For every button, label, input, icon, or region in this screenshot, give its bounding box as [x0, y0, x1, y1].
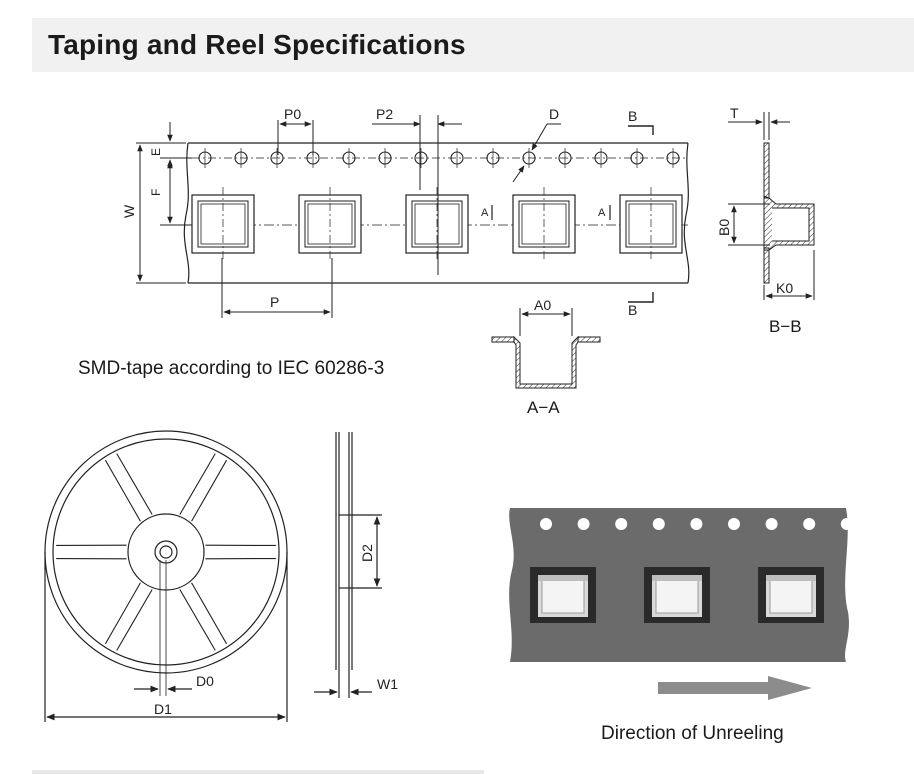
label-t: T: [730, 105, 739, 121]
photo-pocket: [644, 567, 710, 623]
footer-divider: [32, 770, 484, 774]
reel-side-view: [314, 432, 382, 698]
label-w: W: [121, 204, 137, 218]
sprocket-holes: [198, 148, 680, 168]
label-d0: D0: [196, 673, 214, 689]
label-d: D: [549, 106, 559, 122]
photo-sprocket-hole: [540, 518, 552, 530]
reel-spoke: [179, 453, 228, 522]
label-p2: P2: [376, 106, 393, 122]
unreel-caption: Direction of Unreeling: [601, 723, 784, 744]
label-p0: P0: [284, 106, 301, 122]
unreel-arrow: [658, 676, 812, 700]
section-bb-drawing: [728, 112, 815, 300]
tape-pocket: [405, 187, 469, 261]
label-f: F: [149, 189, 163, 196]
dim-d: [512, 123, 561, 183]
label-d2: D2: [359, 544, 375, 562]
tape-caption: SMD-tape according to IEC 60286-3: [78, 358, 384, 379]
photo-sprocket-hole: [577, 518, 590, 530]
reel-spoke: [104, 582, 153, 651]
label-e: E: [149, 148, 163, 156]
reel-spoke: [179, 582, 228, 651]
label-w1: W1: [377, 676, 398, 692]
section-header: Taping and Reel Specifications: [32, 18, 914, 72]
label-k0: K0: [776, 280, 793, 296]
reel-spoke: [205, 544, 276, 560]
label-b-top: B: [628, 108, 637, 124]
reel-spoke: [104, 453, 153, 522]
photo-pocket: [530, 567, 596, 623]
label-d1: D1: [154, 701, 172, 717]
section-aa-drawing: [491, 308, 601, 389]
photo-sprocket-hole: [803, 518, 816, 530]
tape-photo: [509, 508, 853, 662]
label-a-right: A: [598, 207, 606, 219]
label-b-bottom: B: [628, 302, 637, 318]
page-title: Taping and Reel Specifications: [48, 29, 466, 60]
photo-sprocket-hole: [728, 518, 740, 530]
reel-spoke: [56, 544, 127, 560]
section-aa-caption: A−A: [527, 398, 560, 417]
photo-sprocket-hole: [840, 518, 853, 530]
tape-pockets: [191, 187, 683, 261]
tape-pocket: [191, 187, 255, 261]
tape-pocket: [298, 187, 362, 261]
photo-pocket: [758, 567, 824, 623]
label-a-left: A: [481, 207, 489, 219]
section-b-marker: [628, 125, 654, 303]
photo-sprocket-hole: [765, 518, 778, 530]
section-a-marker: [491, 205, 611, 220]
photo-sprocket-hole: [652, 518, 665, 530]
dim-p: [221, 258, 333, 318]
dim-p0: [277, 120, 314, 155]
photo-sprocket-hole: [690, 518, 703, 530]
dim-p2: [372, 115, 462, 275]
tape-pocket: [512, 187, 576, 261]
section-bb-caption: B−B: [769, 317, 802, 336]
dim-e-f-w: [136, 122, 192, 284]
photo-sprocket-hole: [615, 518, 628, 530]
label-p: P: [270, 294, 279, 310]
label-a0: A0: [534, 297, 551, 313]
reel-front-view: [44, 430, 288, 722]
tape-pocket: [619, 187, 683, 261]
label-b0: B0: [716, 219, 732, 236]
